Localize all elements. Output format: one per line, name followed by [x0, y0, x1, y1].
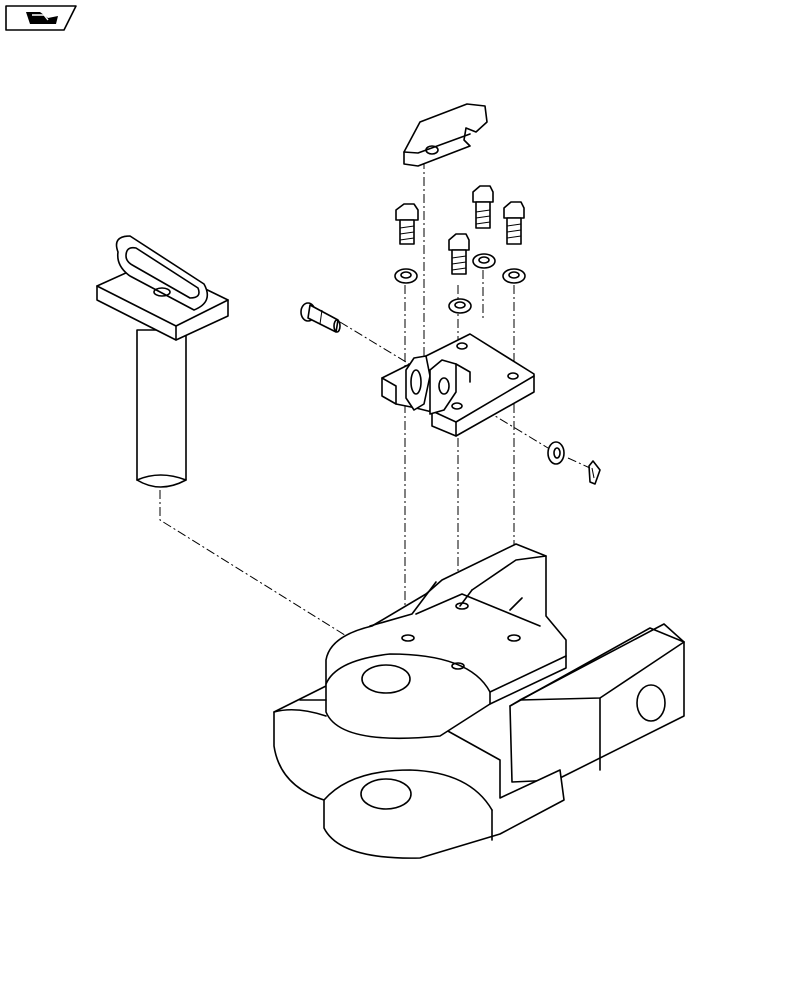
cotter-pin[interactable]	[588, 460, 601, 485]
hitch-drawbar[interactable]	[509, 623, 685, 783]
bolt-right[interactable]	[503, 201, 525, 245]
hitch-pin[interactable]	[96, 235, 229, 488]
pivot-pin[interactable]	[300, 302, 341, 333]
bolt-left[interactable]	[395, 203, 419, 245]
open-book-hand-icon[interactable]	[5, 5, 77, 31]
latch-plate[interactable]	[403, 103, 488, 167]
bolt-center[interactable]	[448, 233, 470, 275]
flat-washer[interactable]	[547, 441, 565, 465]
lock-washers[interactable]	[394, 253, 526, 314]
bolt-back[interactable]	[472, 185, 494, 229]
hitch-upper-jaw[interactable]	[273, 543, 567, 740]
latch-bracket[interactable]	[381, 333, 535, 437]
